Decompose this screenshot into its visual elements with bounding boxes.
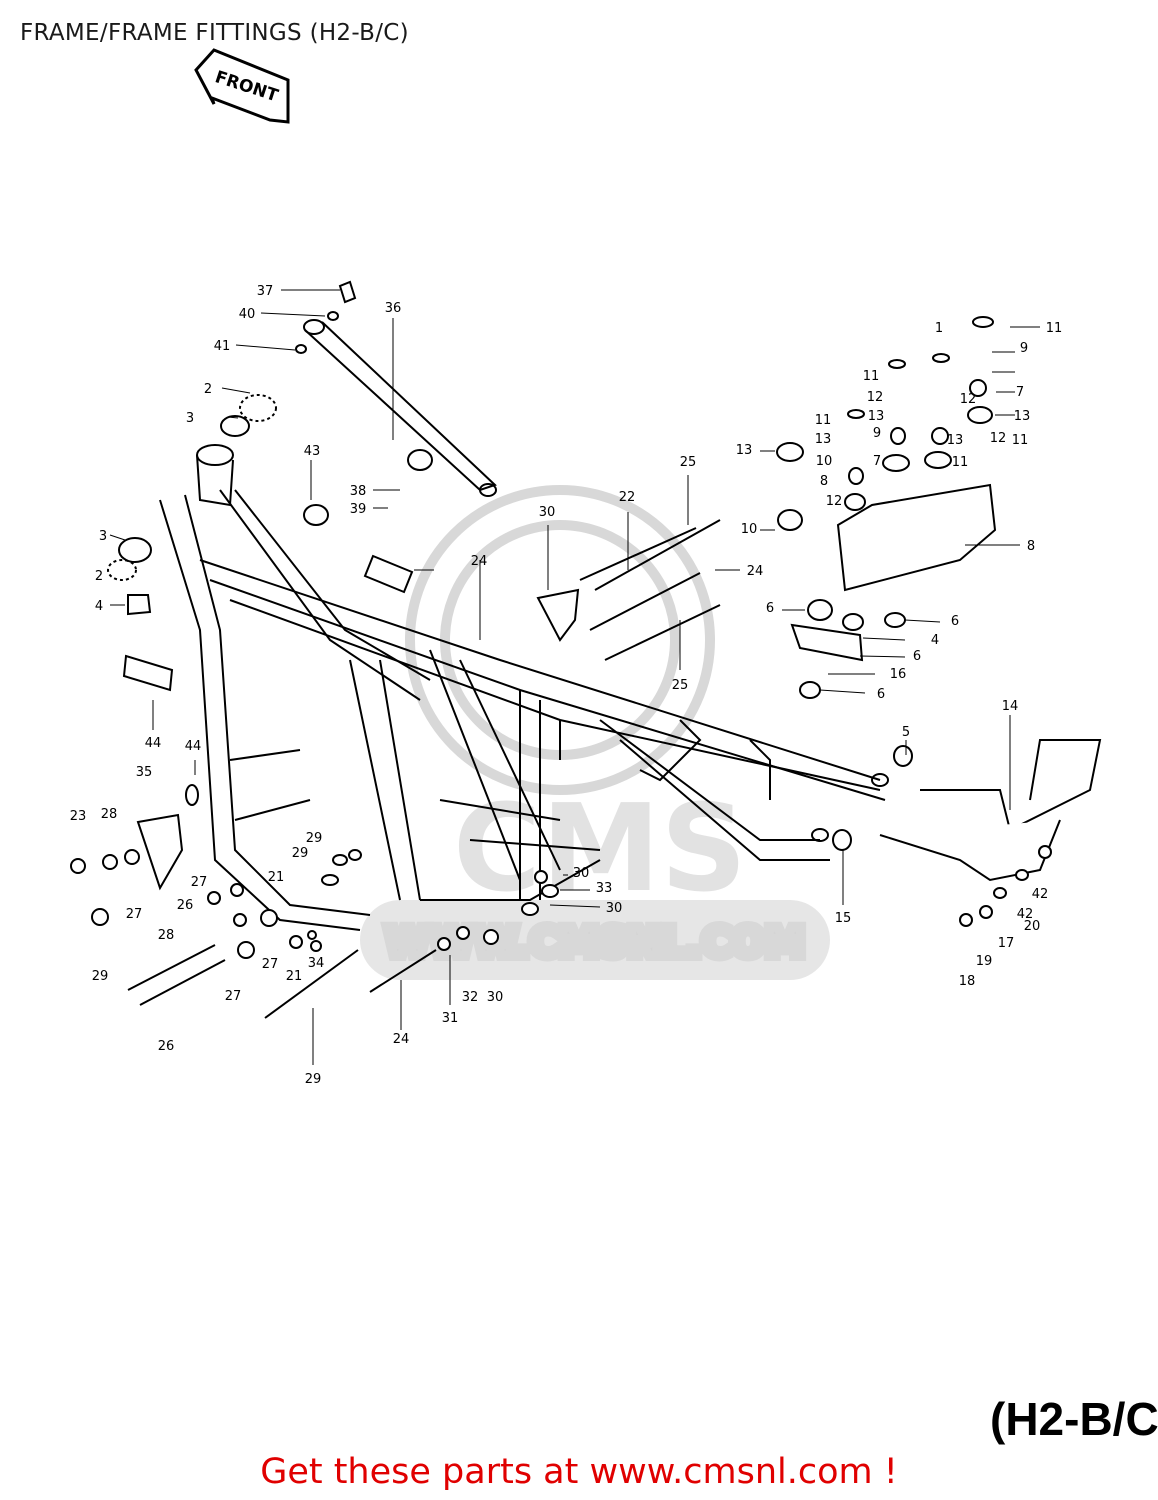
callout-29: 29 [92,969,109,984]
callout-37: 37 [257,284,274,299]
callout-12: 12 [867,390,884,405]
callout-6: 6 [913,649,921,664]
callout-10: 10 [816,454,833,469]
callout-13: 13 [947,433,964,448]
callout-6: 6 [951,614,959,629]
callout-24: 24 [393,1032,410,1047]
callout-39: 39 [350,502,367,517]
callout-28: 28 [158,928,175,943]
callout-41: 41 [214,339,231,354]
callout-25: 25 [672,678,689,693]
callout-28: 28 [101,807,118,822]
callout-32: 32 [462,990,479,1005]
callout-27: 27 [262,957,279,972]
callout-8: 8 [820,474,828,489]
callout-11: 11 [1046,321,1063,336]
callout-13: 13 [815,432,832,447]
callout-18: 18 [0,0,8,4]
callout-22: 22 [619,490,636,505]
mount-rubbers [70,316,1052,959]
brackets [136,483,1102,891]
callout-31: 31 [442,1011,459,1026]
callout-3: 3 [186,411,194,426]
callout-11: 11 [952,455,969,470]
callout-5: 5 [902,725,910,740]
callout-1: 1 [935,321,943,336]
callout-8: 8 [1027,539,1035,554]
callout-44: 44 [145,736,162,751]
callout-12: 12 [960,392,977,407]
callout-13: 13 [868,409,885,424]
callout-26: 26 [177,898,194,913]
callout-13: 13 [736,443,753,458]
callout-19: 19 [0,0,8,4]
callout-3: 3 [99,529,107,544]
callout-16: 16 [890,667,907,682]
callout-4: 4 [95,599,103,614]
callout-29: 29 [305,1072,322,1087]
head-bearings [107,394,329,616]
callout-7: 7 [1016,385,1024,400]
callout-40: 40 [239,307,256,322]
callout-36: 36 [385,301,402,316]
callout-13: 13 [1014,409,1031,424]
callout-10: 10 [741,522,758,537]
callout-21: 21 [268,870,285,885]
callout-24: 24 [747,564,764,579]
callout-7: 7 [873,454,881,469]
page-title: FRAME/FRAME FITTINGS (H2-B/C) [20,20,409,46]
callout-20: 20 [0,0,8,4]
callout-43: 43 [304,444,321,459]
rubber-grips [122,554,414,692]
callout-23: 23 [70,809,87,824]
callout-9: 9 [873,426,881,441]
callout-11: 11 [815,413,832,428]
callout-2: 2 [204,382,212,397]
callout-24: 24 [471,554,488,569]
callout-35: 35 [136,765,153,780]
callout-27: 27 [126,907,143,922]
callout-30: 30 [539,505,556,520]
callout-42: 42 [1017,907,1034,922]
callout-11: 11 [1012,433,1029,448]
callout-21: 21 [286,969,303,984]
callout-9: 9 [1020,341,1028,356]
callout-29: 29 [306,831,323,846]
callout-19: 19 [976,954,993,969]
callout-6: 6 [766,601,774,616]
callout-11: 11 [863,369,880,384]
long-bolts [127,519,721,1019]
model-label: (H2-B/C [990,1393,1158,1445]
callout-17: 17 [998,936,1015,951]
callout-4: 4 [931,633,939,648]
callout-26: 26 [158,1039,175,1054]
callout-15: 15 [835,911,852,926]
callout-25: 25 [680,455,697,470]
promo-link[interactable]: Get these parts at www.cmsnl.com ! [260,1452,898,1492]
watermark-text: WWW.CMSNL.COM [385,920,805,966]
callout-27: 27 [225,989,242,1004]
callout-30: 30 [606,901,623,916]
callout-30: 30 [573,866,590,881]
callout-42: 42 [1032,887,1049,902]
callout-6: 6 [877,687,885,702]
callout-2: 2 [95,569,103,584]
frame-assembly [159,444,889,931]
callout-12: 12 [990,431,1007,446]
callout-30: 30 [487,990,504,1005]
callout-14: 14 [1002,699,1019,714]
callout-18: 18 [959,974,976,989]
callout-44: 44 [185,739,202,754]
callout-33: 33 [596,881,613,896]
callout-12: 12 [826,494,843,509]
leader-lines [109,289,1040,1065]
callout-34: 34 [308,956,325,971]
callout-29: 29 [292,846,309,861]
front-arrow-icon: FRONT [194,48,290,124]
callout-20: 20 [1024,919,1041,934]
callout-27: 27 [191,875,208,890]
callout-38: 38 [350,484,367,499]
